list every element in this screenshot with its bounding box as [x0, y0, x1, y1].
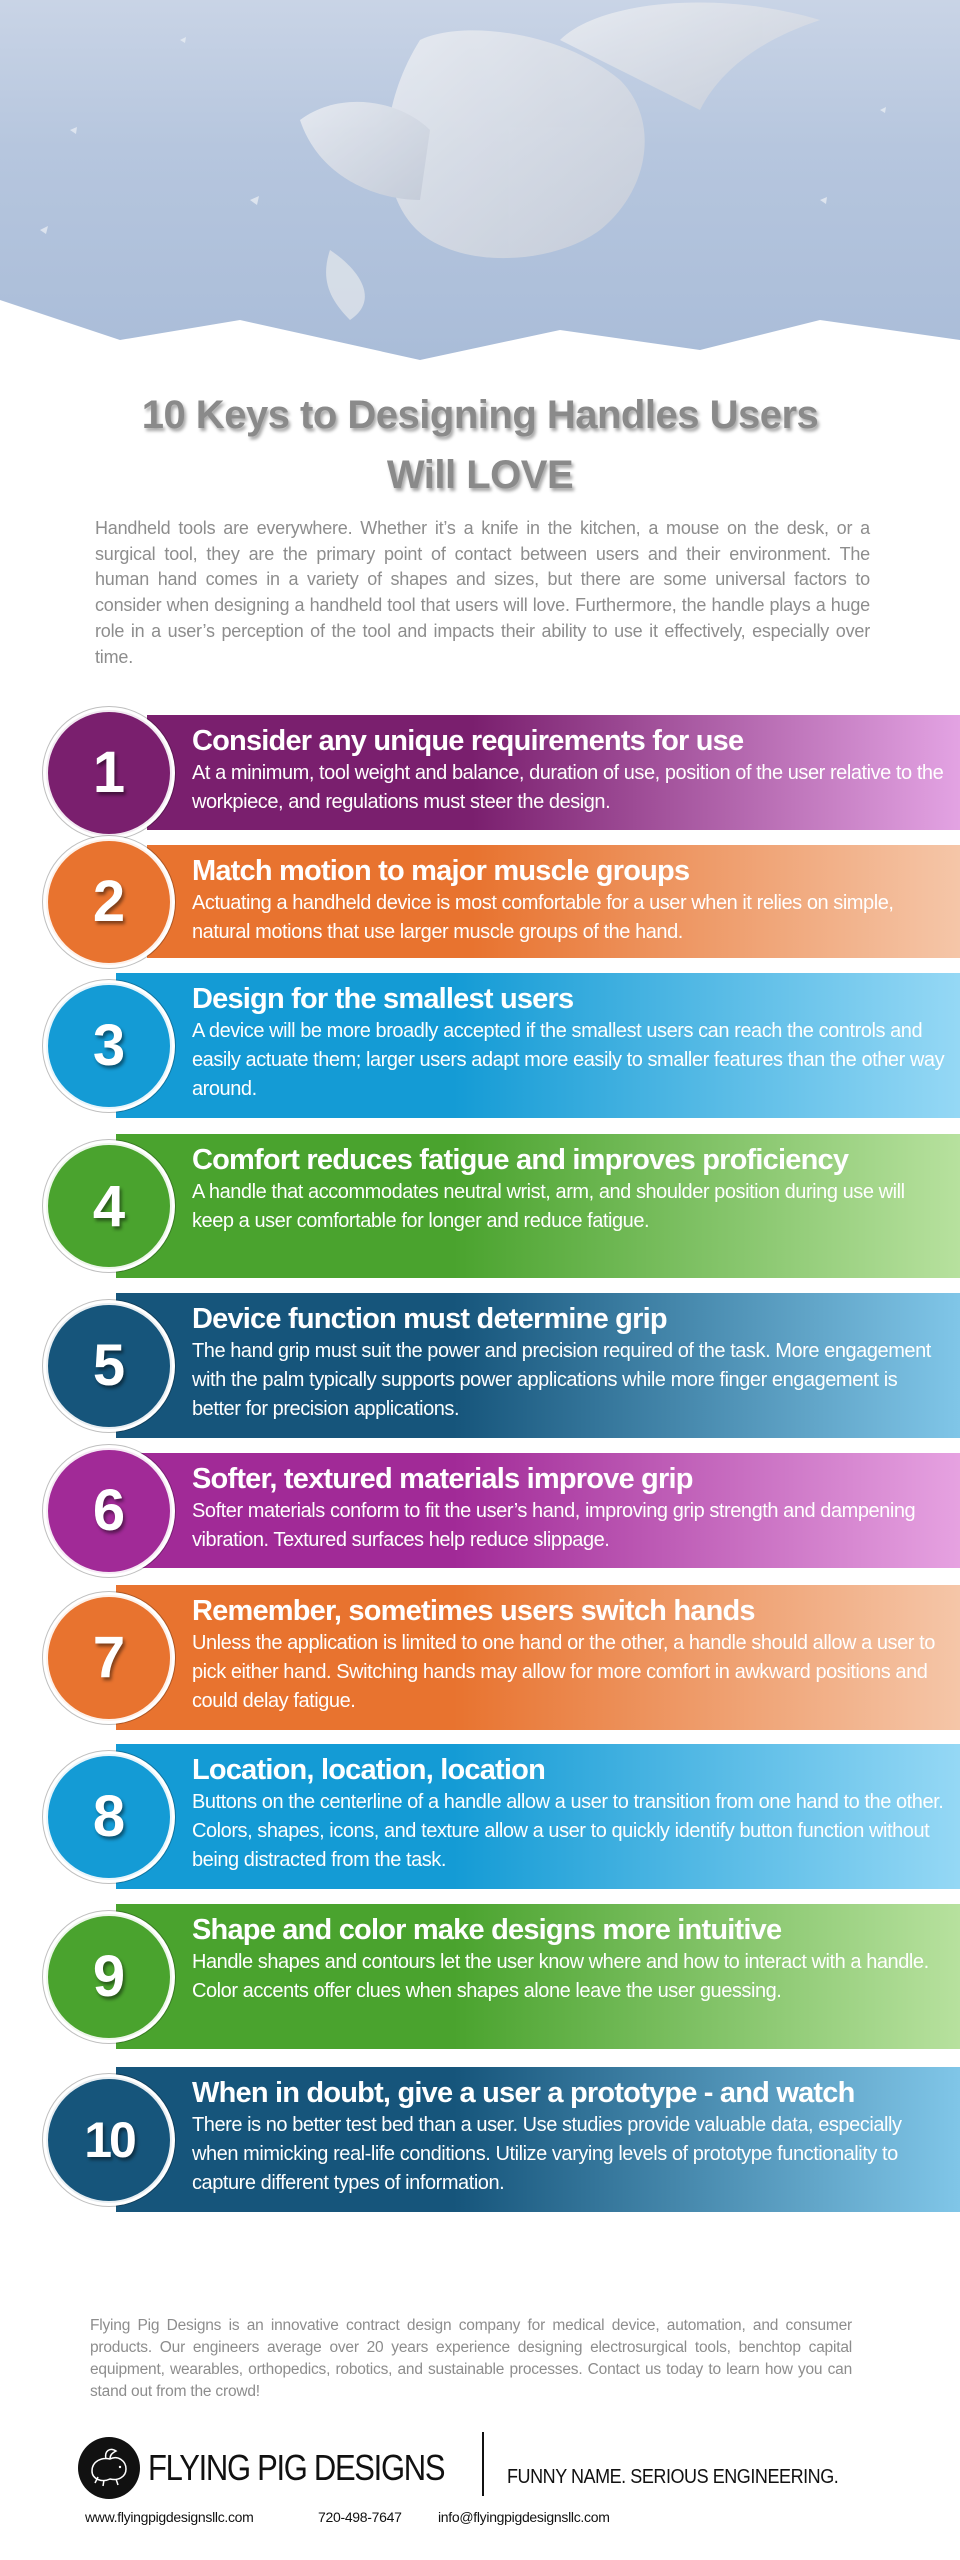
website-link[interactable]: www.flyingpigdesignsllc.com: [85, 2509, 254, 2525]
key-number-badge: 4: [46, 1143, 172, 1269]
key-description: At a minimum, tool weight and balance, d…: [192, 762, 944, 813]
key-description: Actuating a handheld device is most comf…: [192, 892, 894, 943]
hero-image: [0, 0, 960, 372]
key-number-badge: 8: [46, 1753, 172, 1880]
page-title: 10 Keys to Designing Handles Users: [141, 393, 819, 437]
key-text: When in doubt, give a user a prototype -…: [192, 2075, 946, 2198]
key-title: Consider any unique requirements for use: [192, 725, 744, 757]
key-band: [116, 1744, 960, 1889]
key-number-badge: 5: [46, 1302, 172, 1429]
key-description: Buttons on the centerline of a handle al…: [192, 1791, 944, 1871]
key-text: Comfort reduces fatigue and improves pro…: [192, 1142, 946, 1236]
key-number-badge: 9: [46, 1913, 172, 2040]
key-description: A handle that accommodates neutral wrist…: [192, 1181, 905, 1232]
about-paragraph: Flying Pig Designs is an innovative cont…: [90, 2317, 852, 2400]
key-card-3: 3 Design for the smallest users A device w…: [0, 973, 960, 1118]
key-card-10: 10 When in doubt, give a user a prototype…: [0, 2067, 960, 2212]
key-description: There is no better test bed than a user.…: [192, 2114, 902, 2194]
key-card-4: 4 Comfort reduces fatigue and improves pr…: [0, 1134, 960, 1278]
key-band: [116, 1293, 960, 1438]
key-band: [116, 1585, 960, 1730]
key-title: Design for the smallest users: [192, 983, 574, 1015]
key-number-badge: 7: [46, 1594, 172, 1721]
key-description: The hand grip must suit the power and pr…: [192, 1340, 931, 1420]
key-title: Match motion to major muscle groups: [192, 855, 690, 887]
key-number-badge: 1: [46, 709, 172, 836]
key-text: Shape and color make designs more intuit…: [192, 1912, 946, 2006]
brand-name: FLYING PIG DESIGNS: [148, 2447, 445, 2488]
key-title: Shape and color make designs more intuit…: [192, 1914, 782, 1946]
phone-number[interactable]: 720-498-7647: [318, 2509, 402, 2525]
key-card-9: 9 Shape and color make designs more intui…: [0, 1904, 960, 2049]
key-title: Location, location, location: [192, 1754, 546, 1786]
key-number-badge: 6: [46, 1447, 172, 1574]
key-description: A device will be more broadly accepted i…: [192, 1020, 945, 1100]
flying-pig-sculpture-icon: [0, 2, 960, 372]
key-band: [116, 1134, 960, 1278]
intro-paragraph: Handheld tools are everywhere. Whether i…: [95, 518, 870, 667]
key-title: When in doubt, give a user a prototype -…: [192, 2077, 855, 2109]
key-band: [147, 845, 960, 958]
tagline: FUNNY NAME. SERIOUS ENGINEERING.: [507, 2466, 839, 2488]
key-title: Remember, sometimes users switch hands: [192, 1595, 756, 1627]
key-title: Comfort reduces fatigue and improves pro…: [192, 1144, 849, 1176]
key-number-badge: 10: [46, 2076, 172, 2203]
divider: [482, 2432, 484, 2496]
page-title-line2: Will LOVE: [386, 453, 574, 497]
key-band: [147, 715, 960, 830]
key-band: [116, 1453, 960, 1568]
key-text: Consider any unique requirements for use…: [192, 723, 946, 817]
key-description: Unless the application is limited to one…: [192, 1632, 935, 1712]
key-title: Device function must determine grip: [192, 1303, 668, 1335]
key-title: Softer, textured materials improve grip: [192, 1463, 693, 1495]
email-link[interactable]: info@flyingpigdesignsllc.com: [438, 2509, 610, 2525]
flying-pig-logo-icon: [78, 2437, 140, 2499]
key-description: Softer materials conform to fit the user…: [192, 1500, 916, 1551]
key-band: [116, 1904, 960, 2049]
key-description: Handle shapes and contours let the user …: [192, 1951, 929, 2002]
key-number-badge: 3: [46, 982, 172, 1109]
key-text: Design for the smallest users A device wi…: [192, 981, 946, 1104]
key-number-badge: 2: [46, 838, 172, 965]
key-band: [116, 973, 960, 1118]
key-band: [116, 2067, 960, 2212]
